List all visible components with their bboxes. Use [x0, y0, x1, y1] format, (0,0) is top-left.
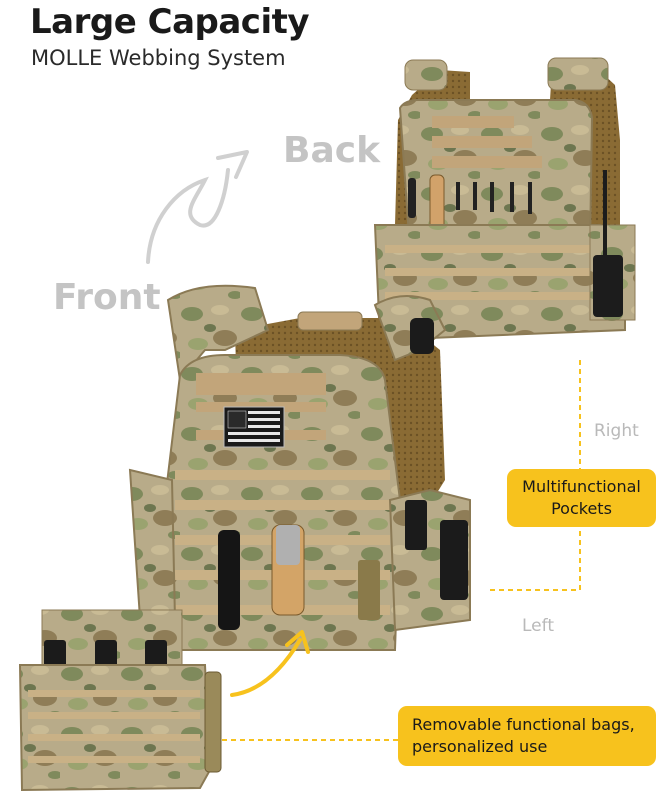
right-view-label: Right [594, 421, 639, 441]
page-subtitle: MOLLE Webbing System [31, 46, 286, 70]
pockets-callout-line1: Multifunctional [522, 477, 641, 496]
page-title: Large Capacity [30, 2, 310, 42]
pockets-callout: Multifunctional Pockets [507, 469, 656, 527]
pockets-callout-line2: Pockets [551, 499, 612, 518]
bags-callout: Removable functional bags, personalized … [398, 706, 656, 766]
left-view-label: Left [522, 616, 554, 636]
back-vest-image [373, 57, 636, 342]
front-vest-image [128, 284, 471, 651]
back-view-label: Back [283, 130, 381, 171]
removable-panel-image [18, 609, 222, 792]
bags-callout-line1: Removable functional bags, [412, 715, 635, 734]
connector-line-pockets [486, 360, 581, 591]
rotate-arrow-icon [146, 168, 230, 264]
arrow-icon [230, 638, 302, 697]
flag-patch-icon [223, 406, 285, 448]
bags-callout-line2: personalized use [412, 737, 548, 756]
front-view-label: Front [53, 277, 161, 318]
